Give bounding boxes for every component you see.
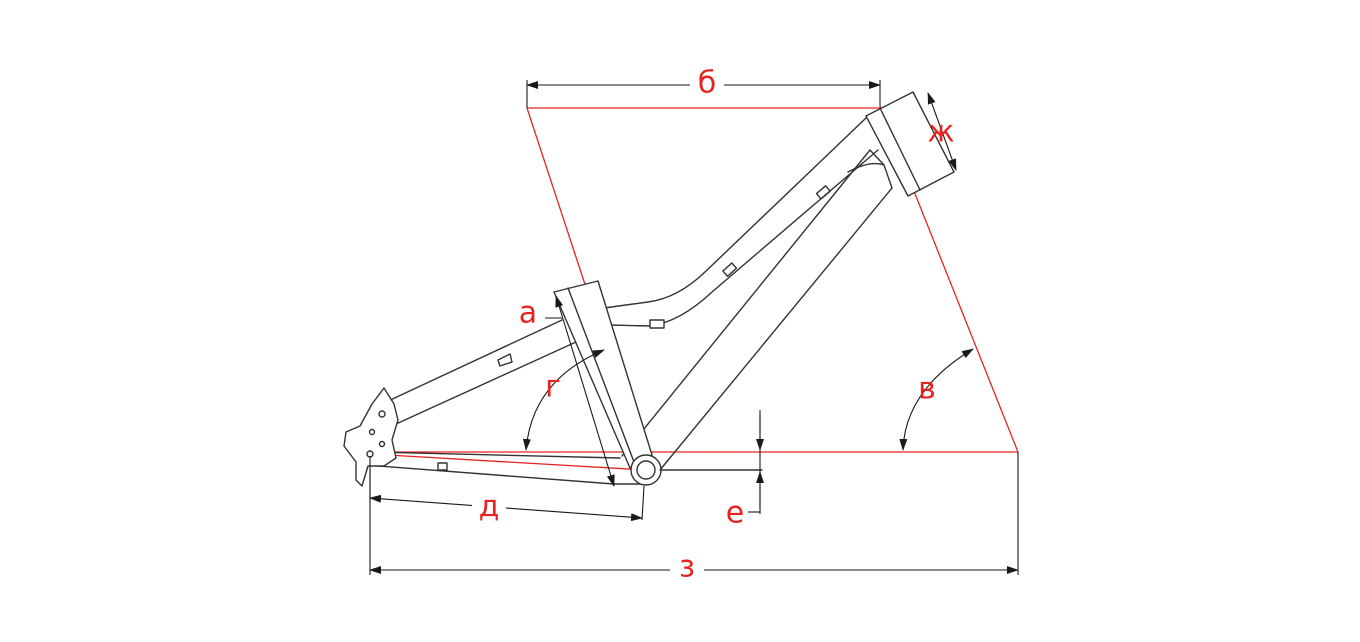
label-seat-tube-length: а	[519, 296, 537, 331]
seat-stay-bridge	[497, 353, 513, 367]
down-tube	[621, 149, 893, 471]
chainstay-cable-guide	[437, 462, 448, 471]
label-chainstay-length: д	[479, 490, 500, 525]
label-seat-angle: г	[545, 370, 561, 405]
seat-angle-arc	[522, 349, 605, 451]
rear-dropout	[343, 387, 399, 487]
top-tube-cable-guide-upper	[722, 262, 738, 277]
seat-tube	[553, 280, 653, 469]
bike-frame	[343, 91, 955, 487]
top-tube	[603, 117, 879, 327]
head-angle-arc	[899, 348, 974, 451]
head-tube-inner-line	[879, 107, 921, 191]
label-head-tube-length: ж	[927, 115, 954, 150]
dropout-bolt-lower	[378, 440, 386, 448]
label-top-tube-length: б	[698, 66, 717, 101]
bottom-bracket-inner	[636, 460, 656, 480]
dropout-bolt-upper	[378, 410, 386, 418]
down-tube-gusset	[847, 149, 893, 189]
dimension-labels: б з д а г в ж е	[472, 66, 955, 587]
label-bb-drop: е	[726, 496, 744, 531]
head-tube-dimension-line	[927, 92, 957, 171]
chainstay-ext-right	[641, 485, 645, 521]
dropout-bolt-middle	[368, 428, 376, 436]
bottom-bracket-shell	[630, 454, 662, 486]
label-head-angle: в	[918, 372, 936, 407]
label-wheelbase: з	[679, 550, 695, 585]
top-tube-cable-guide-lower	[649, 319, 665, 329]
